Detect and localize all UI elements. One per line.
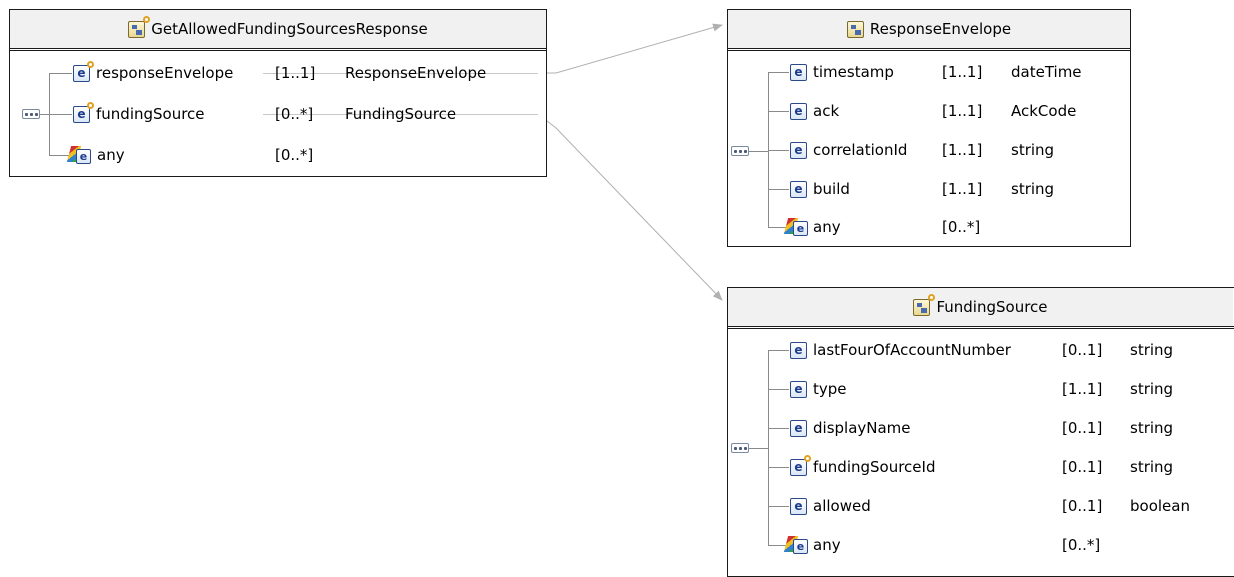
element-multiplicity: [0..*]: [275, 146, 314, 164]
sequence-icon[interactable]: [22, 109, 40, 119]
box-title: FundingSource: [936, 298, 1048, 316]
element-type: string: [1011, 180, 1055, 198]
header-separator: [728, 326, 1234, 329]
element-name: ack: [813, 102, 840, 120]
sequence-icon[interactable]: [731, 443, 749, 453]
element-row[interactable]: e correlationId [1..1] string: [790, 138, 1126, 162]
element-row[interactable]: e build [1..1] string: [790, 177, 1126, 201]
element-row[interactable]: e lastFourOfAccountNumber [0..1] string: [790, 338, 1230, 362]
connector-response-envelope: [538, 23, 723, 74]
complex-type-optional-icon: [913, 293, 936, 316]
element-multiplicity: [0..1]: [1062, 497, 1103, 515]
header-separator: [728, 48, 1130, 51]
element-type: boolean: [1130, 497, 1190, 515]
box-get-allowed-funding-sources-response[interactable]: GetAllowedFundingSourcesResponse: [9, 9, 547, 177]
element-name: any: [97, 146, 125, 164]
element-name: timestamp: [813, 63, 894, 81]
element-row[interactable]: e any [0..*]: [783, 215, 1122, 239]
element-name: type: [813, 380, 847, 398]
element-row[interactable]: e fundingSourceId [0..1] string: [790, 454, 1230, 479]
box-header: GetAllowedFundingSourcesResponse: [10, 10, 546, 48]
complex-type-optional-icon: [128, 15, 151, 38]
element-name: any: [813, 536, 841, 554]
element-multiplicity: [1..1]: [942, 102, 983, 120]
element-type: string: [1130, 380, 1174, 398]
element-multiplicity: [0..*]: [942, 218, 981, 236]
element-name: correlationId: [813, 141, 908, 159]
element-icon: e: [790, 497, 807, 515]
element-type: AckCode: [1011, 102, 1077, 120]
sequence-icon[interactable]: [731, 146, 749, 156]
any-element-icon: e: [783, 536, 808, 554]
element-multiplicity: [1..1]: [275, 64, 316, 82]
element-type: string: [1130, 458, 1174, 476]
element-multiplicity: [0..*]: [1062, 536, 1101, 554]
header-separator: [10, 48, 546, 51]
complex-type-icon: [846, 20, 864, 38]
element-type: FundingSource: [345, 105, 457, 123]
element-icon: e: [790, 102, 807, 120]
element-icon: e: [790, 180, 807, 198]
element-row[interactable]: e timestamp [1..1] dateTime: [790, 60, 1126, 84]
element-icon: e: [790, 141, 807, 159]
element-row[interactable]: e ack [1..1] AckCode: [790, 99, 1126, 123]
element-type: string: [1011, 141, 1055, 159]
element-icon: e: [790, 341, 807, 359]
element-name: any: [813, 218, 841, 236]
element-row[interactable]: e fundingSource [0..*] FundingSource: [73, 101, 543, 126]
element-optional-icon: e: [73, 60, 94, 82]
element-row[interactable]: e allowed [0..1] boolean: [790, 494, 1230, 518]
element-multiplicity: [0..1]: [1062, 419, 1103, 437]
any-element-icon: e: [783, 218, 808, 236]
element-name: build: [813, 180, 850, 198]
element-name: allowed: [813, 497, 871, 515]
element-icon: e: [790, 63, 807, 81]
box-funding-source[interactable]: FundingSource: [727, 287, 1234, 577]
any-element-icon: e: [66, 146, 91, 164]
element-icon: e: [790, 419, 807, 437]
element-name: fundingSourceId: [813, 458, 936, 476]
element-row[interactable]: e responseEnvelope [1..1] ResponseEnvelo…: [73, 60, 543, 85]
element-type: string: [1130, 419, 1174, 437]
box-header: ResponseEnvelope: [728, 10, 1130, 48]
element-row[interactable]: e type [1..1] string: [790, 377, 1230, 401]
element-optional-icon: e: [73, 101, 94, 123]
element-row[interactable]: e any [0..*]: [66, 143, 539, 167]
element-name: fundingSource: [96, 105, 205, 123]
element-type: dateTime: [1011, 63, 1082, 81]
box-header: FundingSource: [728, 288, 1233, 326]
element-multiplicity: [1..1]: [942, 141, 983, 159]
element-multiplicity: [0..1]: [1062, 341, 1103, 359]
box-title: GetAllowedFundingSourcesResponse: [151, 20, 428, 38]
element-multiplicity: [0..*]: [275, 105, 314, 123]
element-multiplicity: [1..1]: [942, 180, 983, 198]
element-multiplicity: [0..1]: [1062, 458, 1103, 476]
element-row[interactable]: e displayName [0..1] string: [790, 416, 1230, 440]
box-response-envelope[interactable]: ResponseEnvelope: [727, 9, 1131, 247]
element-optional-icon: e: [790, 454, 811, 476]
element-name: lastFourOfAccountNumber: [813, 341, 1011, 359]
element-type: ResponseEnvelope: [345, 64, 487, 82]
element-icon: e: [790, 380, 807, 398]
connector-funding-source: [537, 113, 723, 301]
box-title: ResponseEnvelope: [869, 20, 1012, 38]
element-multiplicity: [1..1]: [942, 63, 983, 81]
element-name: displayName: [813, 419, 911, 437]
element-row[interactable]: e any [0..*]: [783, 533, 1226, 557]
element-name: responseEnvelope: [96, 64, 234, 82]
element-type: string: [1130, 341, 1174, 359]
element-multiplicity: [1..1]: [1062, 380, 1103, 398]
